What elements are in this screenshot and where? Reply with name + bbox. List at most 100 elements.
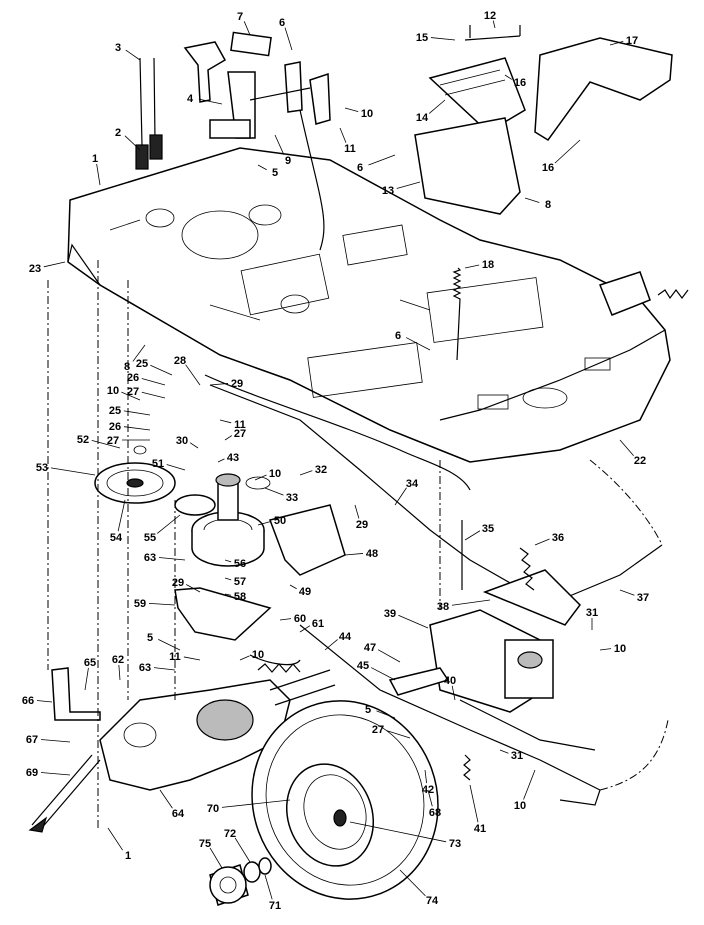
callout-50: 50	[274, 515, 286, 527]
callout-29: 29	[231, 378, 243, 390]
callout-70: 70	[207, 803, 219, 815]
callout-leader-7	[243, 21, 251, 36]
shift-bracket	[388, 547, 581, 713]
callout-18: 18	[482, 259, 494, 271]
callout-leader-61	[299, 625, 311, 633]
callout-leader-26	[141, 378, 166, 386]
callout-5: 5	[147, 632, 153, 644]
callout-leader-42	[424, 769, 427, 784]
callout-leader-15	[430, 37, 456, 41]
callout-23: 23	[29, 263, 41, 275]
callout-leader-39	[398, 614, 429, 629]
callout-leader-63	[158, 557, 186, 561]
callout-leader-66	[36, 700, 53, 703]
callout-leader-10	[599, 648, 612, 651]
callout-11: 11	[234, 419, 246, 431]
callout-29: 29	[356, 519, 368, 531]
callout-leader-22	[619, 439, 634, 457]
callout-25: 25	[136, 358, 148, 370]
callout-3: 3	[115, 42, 121, 54]
callout-17: 17	[626, 35, 638, 47]
callout-leader-14	[428, 99, 446, 114]
callout-56: 56	[234, 558, 246, 570]
callout-leader-27	[386, 730, 411, 739]
callout-9: 9	[285, 155, 291, 167]
spring-18	[452, 267, 462, 361]
pulley-assembly	[94, 445, 271, 567]
callout-leader-12	[492, 20, 496, 29]
callout-48: 48	[366, 548, 378, 560]
callout-leader-36	[534, 538, 550, 546]
callout-leader-71	[264, 874, 273, 900]
callout-7: 7	[237, 11, 243, 23]
callout-5: 5	[365, 704, 371, 716]
callout-leader-5	[257, 164, 267, 171]
callout-leader-10	[344, 107, 359, 113]
callout-leader-10	[254, 474, 267, 481]
callout-39: 39	[384, 608, 396, 620]
callout-leader-48	[344, 553, 364, 556]
callout-5: 5	[272, 167, 278, 179]
callout-10: 10	[361, 108, 373, 120]
callout-44: 44	[339, 631, 352, 643]
callout-leader-6	[405, 337, 431, 351]
callout-leader-45	[370, 667, 396, 681]
callout-74: 74	[426, 895, 439, 907]
callout-59: 59	[134, 598, 146, 610]
callout-leader-11	[219, 419, 232, 424]
chassis-frame	[67, 147, 671, 463]
callout-10: 10	[269, 468, 281, 480]
callout-55: 55	[144, 532, 156, 544]
callout-34: 34	[406, 478, 419, 490]
callout-45: 45	[357, 660, 369, 672]
callout-67: 67	[26, 734, 38, 746]
callout-15: 15	[416, 32, 428, 44]
callout-leader-65	[84, 667, 89, 691]
right-small-bracket	[599, 271, 689, 316]
callout-leader-37	[619, 589, 635, 596]
callout-65: 65	[84, 657, 96, 669]
callout-27: 27	[372, 724, 384, 736]
callout-30: 30	[176, 435, 188, 447]
callout-60: 60	[294, 613, 306, 625]
callout-40: 40	[444, 675, 456, 687]
callout-57: 57	[234, 576, 246, 588]
callout-leader-6	[284, 27, 293, 51]
callout-leader-74	[399, 869, 426, 897]
callout-leader-1	[96, 163, 101, 186]
callout-leader-63	[153, 667, 176, 671]
callout-leader-40	[451, 685, 456, 701]
callout-leader-64	[159, 789, 173, 809]
callout-10: 10	[614, 643, 626, 655]
callout-16: 16	[514, 77, 526, 89]
callout-leader-29	[354, 504, 360, 519]
callout-leader-72	[234, 837, 251, 863]
callout-54: 54	[110, 532, 123, 544]
callout-10: 10	[107, 385, 119, 397]
callout-leader-56	[224, 559, 232, 563]
callout-6: 6	[395, 330, 401, 342]
callout-leader-43	[217, 458, 225, 463]
callout-47: 47	[364, 642, 376, 654]
callout-leader-29	[209, 383, 229, 386]
callout-73: 73	[449, 838, 461, 850]
callout-27: 27	[234, 428, 246, 440]
callout-1: 1	[92, 153, 98, 165]
callout-leader-44	[324, 639, 338, 651]
callout-leader-25	[150, 364, 173, 376]
callout-leader-54	[117, 499, 126, 532]
callout-11: 11	[169, 651, 181, 663]
callout-leader-47	[377, 649, 401, 663]
callout-leader-41	[469, 784, 479, 823]
callout-8: 8	[124, 361, 130, 373]
callout-leader-10	[239, 655, 250, 661]
callout-leader-17	[609, 40, 624, 46]
callout-16: 16	[542, 162, 554, 174]
callout-leader-30	[189, 442, 199, 449]
callout-71: 71	[269, 900, 281, 912]
callout-10: 10	[514, 800, 526, 812]
callout-leader-5	[376, 710, 396, 719]
callout-leader-13	[396, 181, 421, 189]
callout-leader-27	[224, 435, 233, 441]
